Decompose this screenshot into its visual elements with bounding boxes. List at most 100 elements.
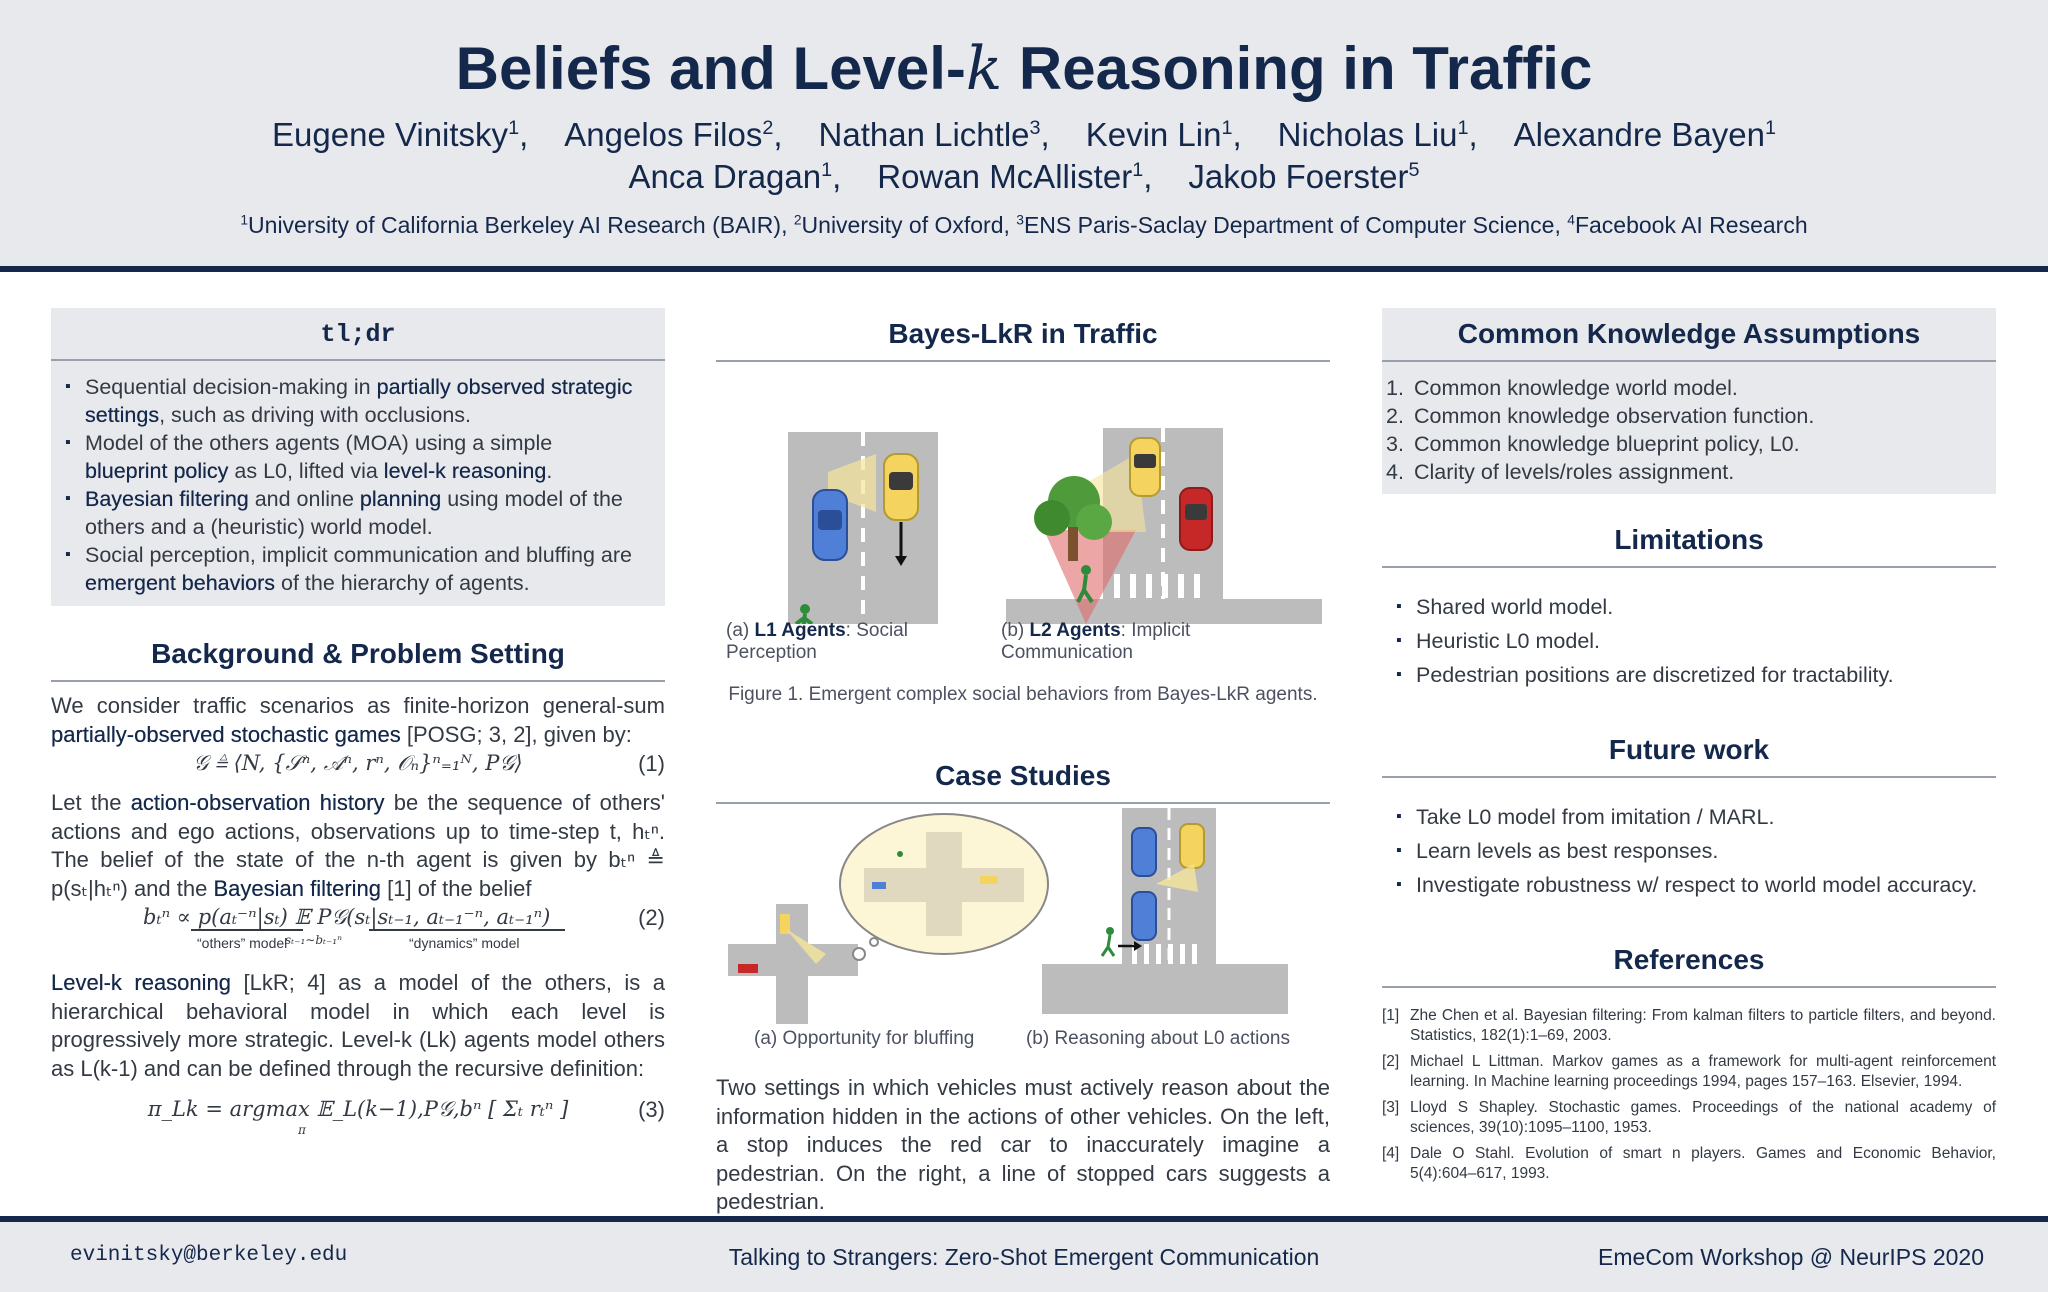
poster-title: Beliefs and Level-k Reasoning in Traffic xyxy=(455,34,1593,104)
author-name: Eugene Vinitsky1, xyxy=(272,116,529,153)
footer-venue: EmeCom Workshop @ NeurIPS 2020 xyxy=(1598,1244,1984,1270)
equation-3: π_Lk = argmax 𝔼_L(k−1),P𝒢,bⁿ [ Σₜ rₜⁿ ] … xyxy=(147,1097,665,1137)
ck-item: 3.Common knowledge blueprint policy, L0. xyxy=(1386,432,1800,456)
author-name: Rowan McAllister1, xyxy=(877,158,1153,195)
future-item: Investigate robustness w/ respect to wor… xyxy=(1382,868,1996,902)
bayes-captions: (a) L1 Agents: Social Perception (b) L2 … xyxy=(716,620,1330,664)
view-cone-case-b xyxy=(1156,864,1198,892)
tldr-item: Sequential decision-making in partially … xyxy=(51,373,635,429)
poster-header: Beliefs and Level-k Reasoning in Traffic… xyxy=(0,0,2048,272)
future-title: Future work xyxy=(1382,734,1996,778)
references-list: [1]Zhe Chen et al. Bayesian filtering: F… xyxy=(1382,1006,1996,1184)
arrow-head xyxy=(1134,941,1142,951)
bayes-figure xyxy=(788,428,1322,624)
view-cone-case-a xyxy=(786,929,826,964)
author-name: Kevin Lin1, xyxy=(1085,116,1242,153)
affiliations: 1University of California Berkeley AI Re… xyxy=(240,212,1808,238)
figure-caption: Figure 1. Emergent complex social behavi… xyxy=(728,684,1318,705)
left-column: tl;dr Sequential decision-making in part… xyxy=(51,308,665,1143)
author-name: Nathan Lichtle3, xyxy=(818,116,1050,153)
imagined-road-horizontal xyxy=(864,868,1024,902)
yellow-car-window xyxy=(889,472,913,490)
bayes-title: Bayes-LkR in Traffic xyxy=(716,308,1330,362)
limitations-title: Limitations xyxy=(1382,524,1996,568)
right-column: Common Knowledge Assumptions 1.Common kn… xyxy=(1382,308,1996,1190)
case-figure xyxy=(728,808,1288,1024)
author-name: Angelos Filos2, xyxy=(564,116,783,153)
equation-1: 𝒢 ≜ ⟨N, {𝒮ⁿ, 𝒜ⁿ, rⁿ, 𝒪ₙ}ⁿ₌₁ᴺ, P𝒢⟩(1) xyxy=(193,751,665,776)
tldr-title: tl;dr xyxy=(51,308,665,361)
background-p3: Level-k reasoning [LkR; 4] as a model of… xyxy=(51,970,665,1081)
road-case-b-horizontal xyxy=(1042,964,1288,1014)
tldr-box: tl;dr Sequential decision-making in part… xyxy=(51,308,665,606)
reference-item: [4]Dale O Stahl. Evolution of smart n pl… xyxy=(1382,1145,1996,1182)
ck-item: 1.Common knowledge world model. xyxy=(1386,376,1738,400)
middle-column: Bayes-LkR in Traffic xyxy=(716,308,1330,1217)
author-name: Nicholas Liu1, xyxy=(1277,116,1478,153)
limitation-item: Shared world model. xyxy=(1382,590,1996,624)
thought-bubble-small xyxy=(869,937,879,947)
tree-foliage xyxy=(1034,500,1070,536)
case-caption-b: (b) Reasoning about L0 actions xyxy=(1025,1028,1290,1049)
background-p2: Let the action-observation history be th… xyxy=(51,790,665,901)
pedestrian-icon xyxy=(800,604,810,614)
limitation-item: Pedestrian positions are discretized for… xyxy=(1382,658,1996,692)
background-title: Background & Problem Setting xyxy=(51,638,665,682)
case-captions: (a) Opportunity for bluffing (b) Reasoni… xyxy=(716,1028,1330,1050)
caption-a: (a) L1 Agents: Social Perception xyxy=(726,620,908,663)
footer-email[interactable]: evinitsky@berkeley.edu xyxy=(70,1244,348,1267)
ck-item: 4.Clarity of levels/roles assignment. xyxy=(1386,460,1735,484)
affiliation: University of California Berkeley AI Res… xyxy=(248,212,794,238)
pedestrian-icon xyxy=(897,851,903,857)
yellow-car-window xyxy=(1134,454,1156,468)
yellow-car-icon xyxy=(1179,823,1205,869)
tree-trunk xyxy=(1068,527,1078,561)
blue-car-icon xyxy=(872,882,886,889)
occlusion-zone xyxy=(1044,530,1136,624)
future-item: Take L0 model from imitation / MARL. xyxy=(1382,800,1996,834)
blue-car-window xyxy=(818,510,842,530)
thought-bubble-small xyxy=(852,947,866,961)
ck-item: 2.Common knowledge observation function. xyxy=(1386,404,1815,428)
affiliation: ENS Paris-Saclay Department of Computer … xyxy=(1023,212,1568,238)
author-name: Jakob Foerster5 xyxy=(1188,158,1420,195)
author-name: Anca Dragan1, xyxy=(628,158,842,195)
tldr-item: Social perception, implicit communicatio… xyxy=(51,541,635,597)
pedestrian-icon xyxy=(1081,565,1091,575)
limitation-item: Heuristic L0 model. xyxy=(1382,624,1996,658)
tldr-item: Model of the others agents (MOA) using a… xyxy=(51,429,635,485)
case-caption-a: (a) Opportunity for bluffing xyxy=(754,1028,975,1049)
ck-box: Common Knowledge Assumptions 1.Common kn… xyxy=(1382,308,1996,494)
road-b-horizontal xyxy=(1006,599,1322,624)
caption-b: (b) L2 Agents: Implicit Communication xyxy=(1001,620,1191,663)
crosswalk-case-b xyxy=(1132,944,1197,964)
crosswalk-b xyxy=(1114,574,1200,598)
tldr-list: Sequential decision-making in partially … xyxy=(51,361,665,597)
authors-line-2: Anca Dragan1, Rowan McAllister1, Jakob Foe… xyxy=(0,158,2048,196)
poster-footer: evinitsky@berkeley.edu Talking to Strang… xyxy=(0,1216,2048,1292)
ck-title: Common Knowledge Assumptions xyxy=(1382,308,1996,362)
authors-line-1: Eugene Vinitsky1, Angelos Filos2, Nathan L… xyxy=(0,116,2048,154)
case-title: Case Studies xyxy=(716,760,1330,804)
future-list: Take L0 model from imitation / MARL.Lear… xyxy=(1382,800,1996,902)
pedestrian-body xyxy=(1100,934,1116,957)
blue-car-icon xyxy=(1131,827,1157,877)
affiliation: University of Oxford, xyxy=(801,212,1017,238)
reference-item: [3]Lloyd S Shapley. Stochastic games. Pr… xyxy=(1382,1099,1996,1136)
references-title: References xyxy=(1382,944,1996,988)
limitations-list: Shared world model.Heuristic L0 model.Pe… xyxy=(1382,590,1996,692)
tldr-item: Bayesian filtering and online planning u… xyxy=(51,485,635,541)
yellow-car-icon xyxy=(980,876,998,884)
pedestrian-icon xyxy=(1106,927,1114,935)
blue-car-icon xyxy=(1131,891,1157,941)
pedestrian-body xyxy=(1076,574,1094,604)
reference-item: [1]Zhe Chen et al. Bayesian filtering: F… xyxy=(1382,1007,1996,1044)
red-car-window xyxy=(1185,504,1207,520)
equation-2: bₜⁿ ∝ p(aₜ⁻ⁿ|sₜ) 𝔼 P𝒢(sₜ|sₜ₋₁, aₜ₋₁⁻ⁿ, a… xyxy=(143,905,665,951)
case-text: Two settings in which vehicles must acti… xyxy=(716,1075,1330,1214)
background-p1: We consider traffic scenarios as finite-… xyxy=(51,693,665,747)
affiliation: Facebook AI Research xyxy=(1574,212,1808,238)
arrow-head xyxy=(895,556,907,566)
author-name: Alexandre Bayen1 xyxy=(1513,116,1776,153)
footer-workshop-title: Talking to Strangers: Zero-Shot Emergent… xyxy=(728,1244,1320,1270)
